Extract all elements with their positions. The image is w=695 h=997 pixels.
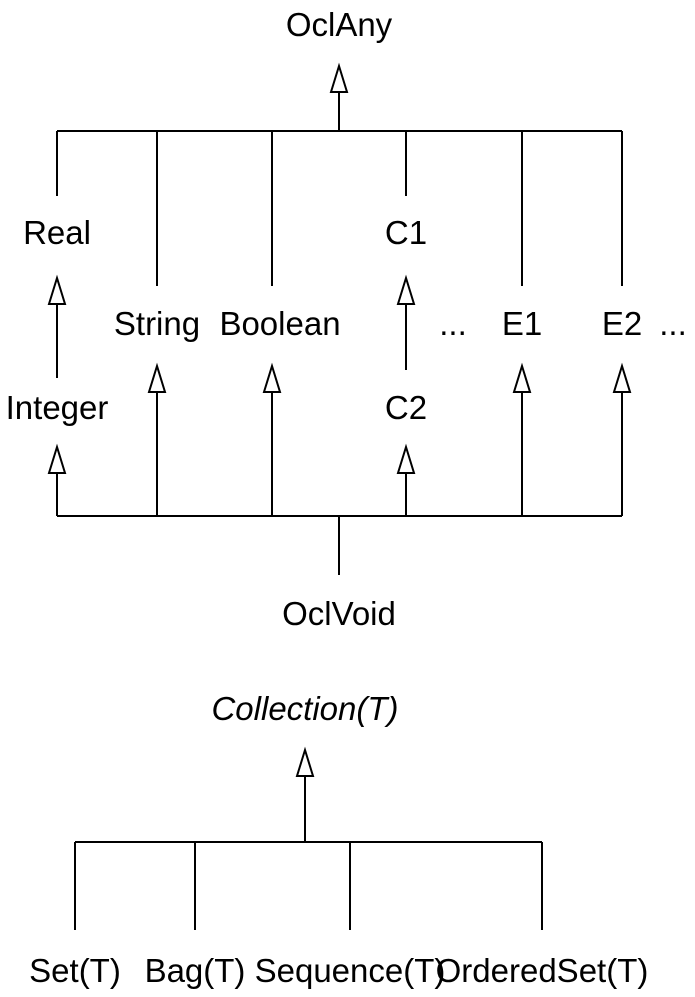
generalization-arrow-string (147, 362, 167, 393)
e1-label: E1 (502, 305, 542, 342)
oclvoid-label: OclVoid (282, 595, 396, 632)
c1-label: C1 (385, 214, 427, 251)
e2-label: E2 (602, 305, 642, 342)
c2-label: C2 (385, 389, 427, 426)
generalization-arrow-c1 (396, 274, 416, 305)
generalization-arrow-integer (47, 443, 67, 474)
generalization-arrow-c2 (396, 443, 416, 474)
ellipsis-1: ... (439, 305, 467, 342)
generalization-arrow-real (47, 274, 67, 305)
oclvoid-connectors (56, 392, 623, 575)
boolean-label: Boolean (219, 305, 340, 342)
bag-label: Bag(T) (145, 952, 246, 989)
sequence-label: Sequence(T) (255, 952, 446, 989)
generalization-arrow-boolean (262, 362, 282, 393)
real-label: Real (23, 214, 91, 251)
string-label: String (114, 305, 200, 342)
set-label: Set(T) (29, 952, 121, 989)
oclany-connectors (56, 92, 623, 286)
integer-label: Integer (6, 389, 109, 426)
generalization-arrow-e2 (612, 362, 632, 393)
generalization-arrow-oclany (329, 62, 349, 93)
collection-connectors (74, 776, 543, 930)
generalization-arrow-collection (295, 746, 315, 777)
generalization-arrow-e1 (512, 362, 532, 393)
orderedset-label: OrderedSet(T) (436, 952, 649, 989)
oclany-label: OclAny (286, 6, 393, 43)
collection-label: Collection(T) (211, 690, 398, 727)
ellipsis-2: ... (659, 305, 687, 342)
